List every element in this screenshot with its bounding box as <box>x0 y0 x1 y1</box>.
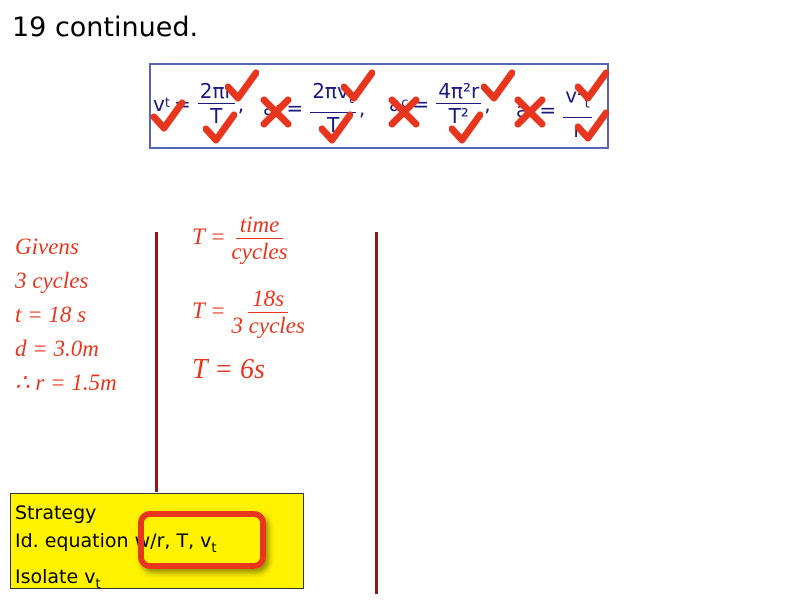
given-cycles: 3 cycles <box>15 268 89 293</box>
num-text: 2πv <box>312 79 349 103</box>
given-diameter: d = 3.0m <box>15 336 99 361</box>
eq-sub: c <box>528 102 536 118</box>
numerator: 4π²r <box>436 79 482 104</box>
denominator: T² <box>448 104 469 128</box>
period-lhs: T = <box>192 223 226 249</box>
step-text: Isolate v <box>15 565 96 588</box>
eq-sign: = <box>173 91 191 116</box>
step-text: Id. equation <box>15 530 129 552</box>
denominator: T <box>326 113 340 137</box>
comma: , <box>484 91 491 116</box>
slide-title: 19 continued. <box>12 12 199 43</box>
given-radius: ∴ r = 1.5m <box>15 370 117 395</box>
eq-sign: = <box>412 91 430 116</box>
eq-sub: c <box>275 100 283 116</box>
strategy-heading: Strategy <box>15 502 97 524</box>
step-sub: t <box>95 576 101 592</box>
num-sub: t <box>584 96 590 112</box>
eq-lhs: v <box>153 91 165 116</box>
divider-line <box>155 232 158 492</box>
denominator: cycles <box>231 239 288 264</box>
numerator: 2πr <box>197 79 235 104</box>
numerator: v2t <box>563 79 592 118</box>
strategy-step-identify: Id. equation w/r, T, vt <box>15 527 299 563</box>
divider-line <box>375 232 378 594</box>
comma: , <box>237 91 245 116</box>
strategy-step-isolate: Isolate vt <box>15 563 299 599</box>
denominator: r <box>573 117 582 142</box>
givens-column: Givens 3 cycles t = 18 s d = 3.0m ∴ r = … <box>15 230 117 400</box>
eq-lhs: a <box>516 98 529 123</box>
highlight-outline <box>138 511 266 569</box>
eq-lhs: a <box>389 91 402 116</box>
num-sup: 2 <box>577 84 585 98</box>
num-text: v <box>565 83 578 108</box>
period-lhs: T = <box>192 297 226 323</box>
eq-sub: t <box>164 96 170 111</box>
denominator: T <box>210 104 223 128</box>
period-result: T = 6s <box>192 354 265 385</box>
eq-sign: = <box>539 98 557 123</box>
numerator: 2πvt <box>310 79 356 113</box>
numerator: time <box>235 212 284 239</box>
strategy-box: Strategy Id. equation w/r, T, vt Isolate… <box>10 493 304 592</box>
numerator: 18s <box>248 286 289 313</box>
eq-lhs: a <box>263 96 276 120</box>
denominator: 3 cycles <box>231 313 305 338</box>
eq-sign: = <box>286 96 304 120</box>
num-sub: t <box>348 92 354 107</box>
given-time: t = 18 s <box>15 302 87 327</box>
step-vars: w/r, T, v <box>134 530 212 552</box>
step-sub: t <box>211 540 217 556</box>
eq-sub: c <box>401 96 409 111</box>
comma: , <box>358 96 366 120</box>
givens-heading: Givens <box>15 234 79 259</box>
